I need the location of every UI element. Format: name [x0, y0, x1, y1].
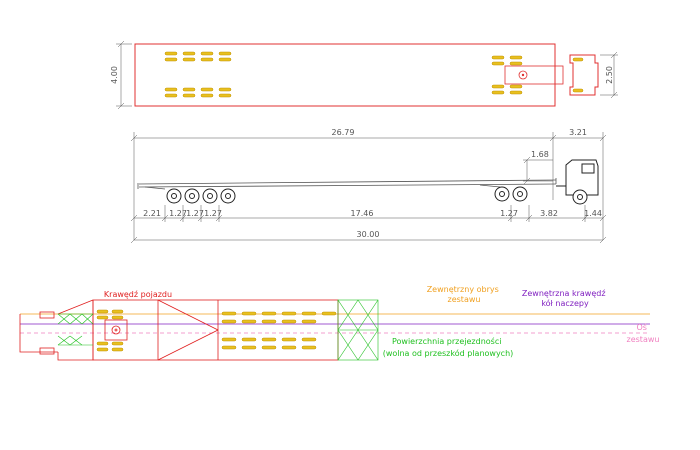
tractor-side [556, 159, 599, 205]
axis-label: Oś zestawu [627, 322, 660, 344]
swept-area-label-line-1: Powierzchnia przejezdności [392, 336, 501, 346]
segment-label-2: 1.27 [186, 209, 204, 218]
kingpin-top [504, 65, 564, 85]
segment-label-1: 1.27 [169, 209, 187, 218]
tractor-wheels-top [572, 57, 584, 93]
outer-contour-label: Zewnętrzny obrys zestawu [427, 285, 502, 304]
kingpin-height-label: 1.68 [531, 150, 549, 159]
overall-length-upper-label: 26.79 [332, 128, 355, 137]
outer-contour-label-line-2: zestawu [448, 295, 481, 304]
rear-wheel-group-top [164, 51, 232, 98]
segment-label-5: 1.27 [500, 209, 518, 218]
trailer-body-side [137, 178, 557, 190]
rear-wheels-side [166, 188, 236, 204]
trailer-outline-top [134, 43, 556, 107]
side-segment-dimensions [130, 205, 607, 244]
segment-label-7: 1.44 [584, 209, 602, 218]
outer-wheel-edge-label-line-1: Zewnętrzna krawędź [522, 289, 606, 298]
plan-wheels [96, 309, 337, 352]
outer-wheel-edge-label: Zewnętrzna krawędź kół naczepy [522, 289, 608, 308]
width-dimension [116, 40, 132, 110]
front-wheel-group-top [491, 55, 523, 95]
axis-label-line-2: zestawu [627, 335, 660, 344]
total-length-label: 30.00 [357, 230, 380, 239]
width-label: 4.00 [110, 66, 119, 84]
tractor-outline-top [569, 54, 599, 96]
outer-wheel-edge-label-line-2: kół naczepy [541, 298, 589, 308]
side-upper-dimensions [130, 132, 607, 240]
swept-area-hatch [57, 299, 379, 361]
tractor-width-label: 2.50 [605, 66, 614, 84]
tractor-width-dimension [600, 51, 618, 99]
axis-label-line-1: Oś [636, 322, 646, 332]
swept-area-label: Powierzchnia przejezdności (wolna od prz… [383, 336, 514, 358]
segment-label-4: 17.46 [351, 209, 374, 218]
plan-view: Krawędź pojazdu Zewnętrzny obrys zestawu… [19, 285, 660, 361]
outer-contour-label-line-1: Zewnętrzny obrys [427, 285, 499, 294]
vehicle-edge-label: Krawędź pojazdu [104, 290, 172, 299]
segment-label-3: 1.27 [204, 209, 222, 218]
front-trailer-wheels-side [494, 186, 528, 202]
top-view: 4.00 2.50 [110, 40, 618, 110]
segment-label-6: 3.82 [540, 209, 558, 218]
vehicle-edge-outline [19, 299, 339, 361]
side-view: 26.79 3.21 1.68 [130, 128, 607, 244]
front-overhang-upper-label: 3.21 [569, 128, 587, 137]
swept-area-label-line-2: (wolna od przeszkód planowych) [383, 348, 514, 358]
segment-label-0: 2.21 [143, 209, 161, 218]
